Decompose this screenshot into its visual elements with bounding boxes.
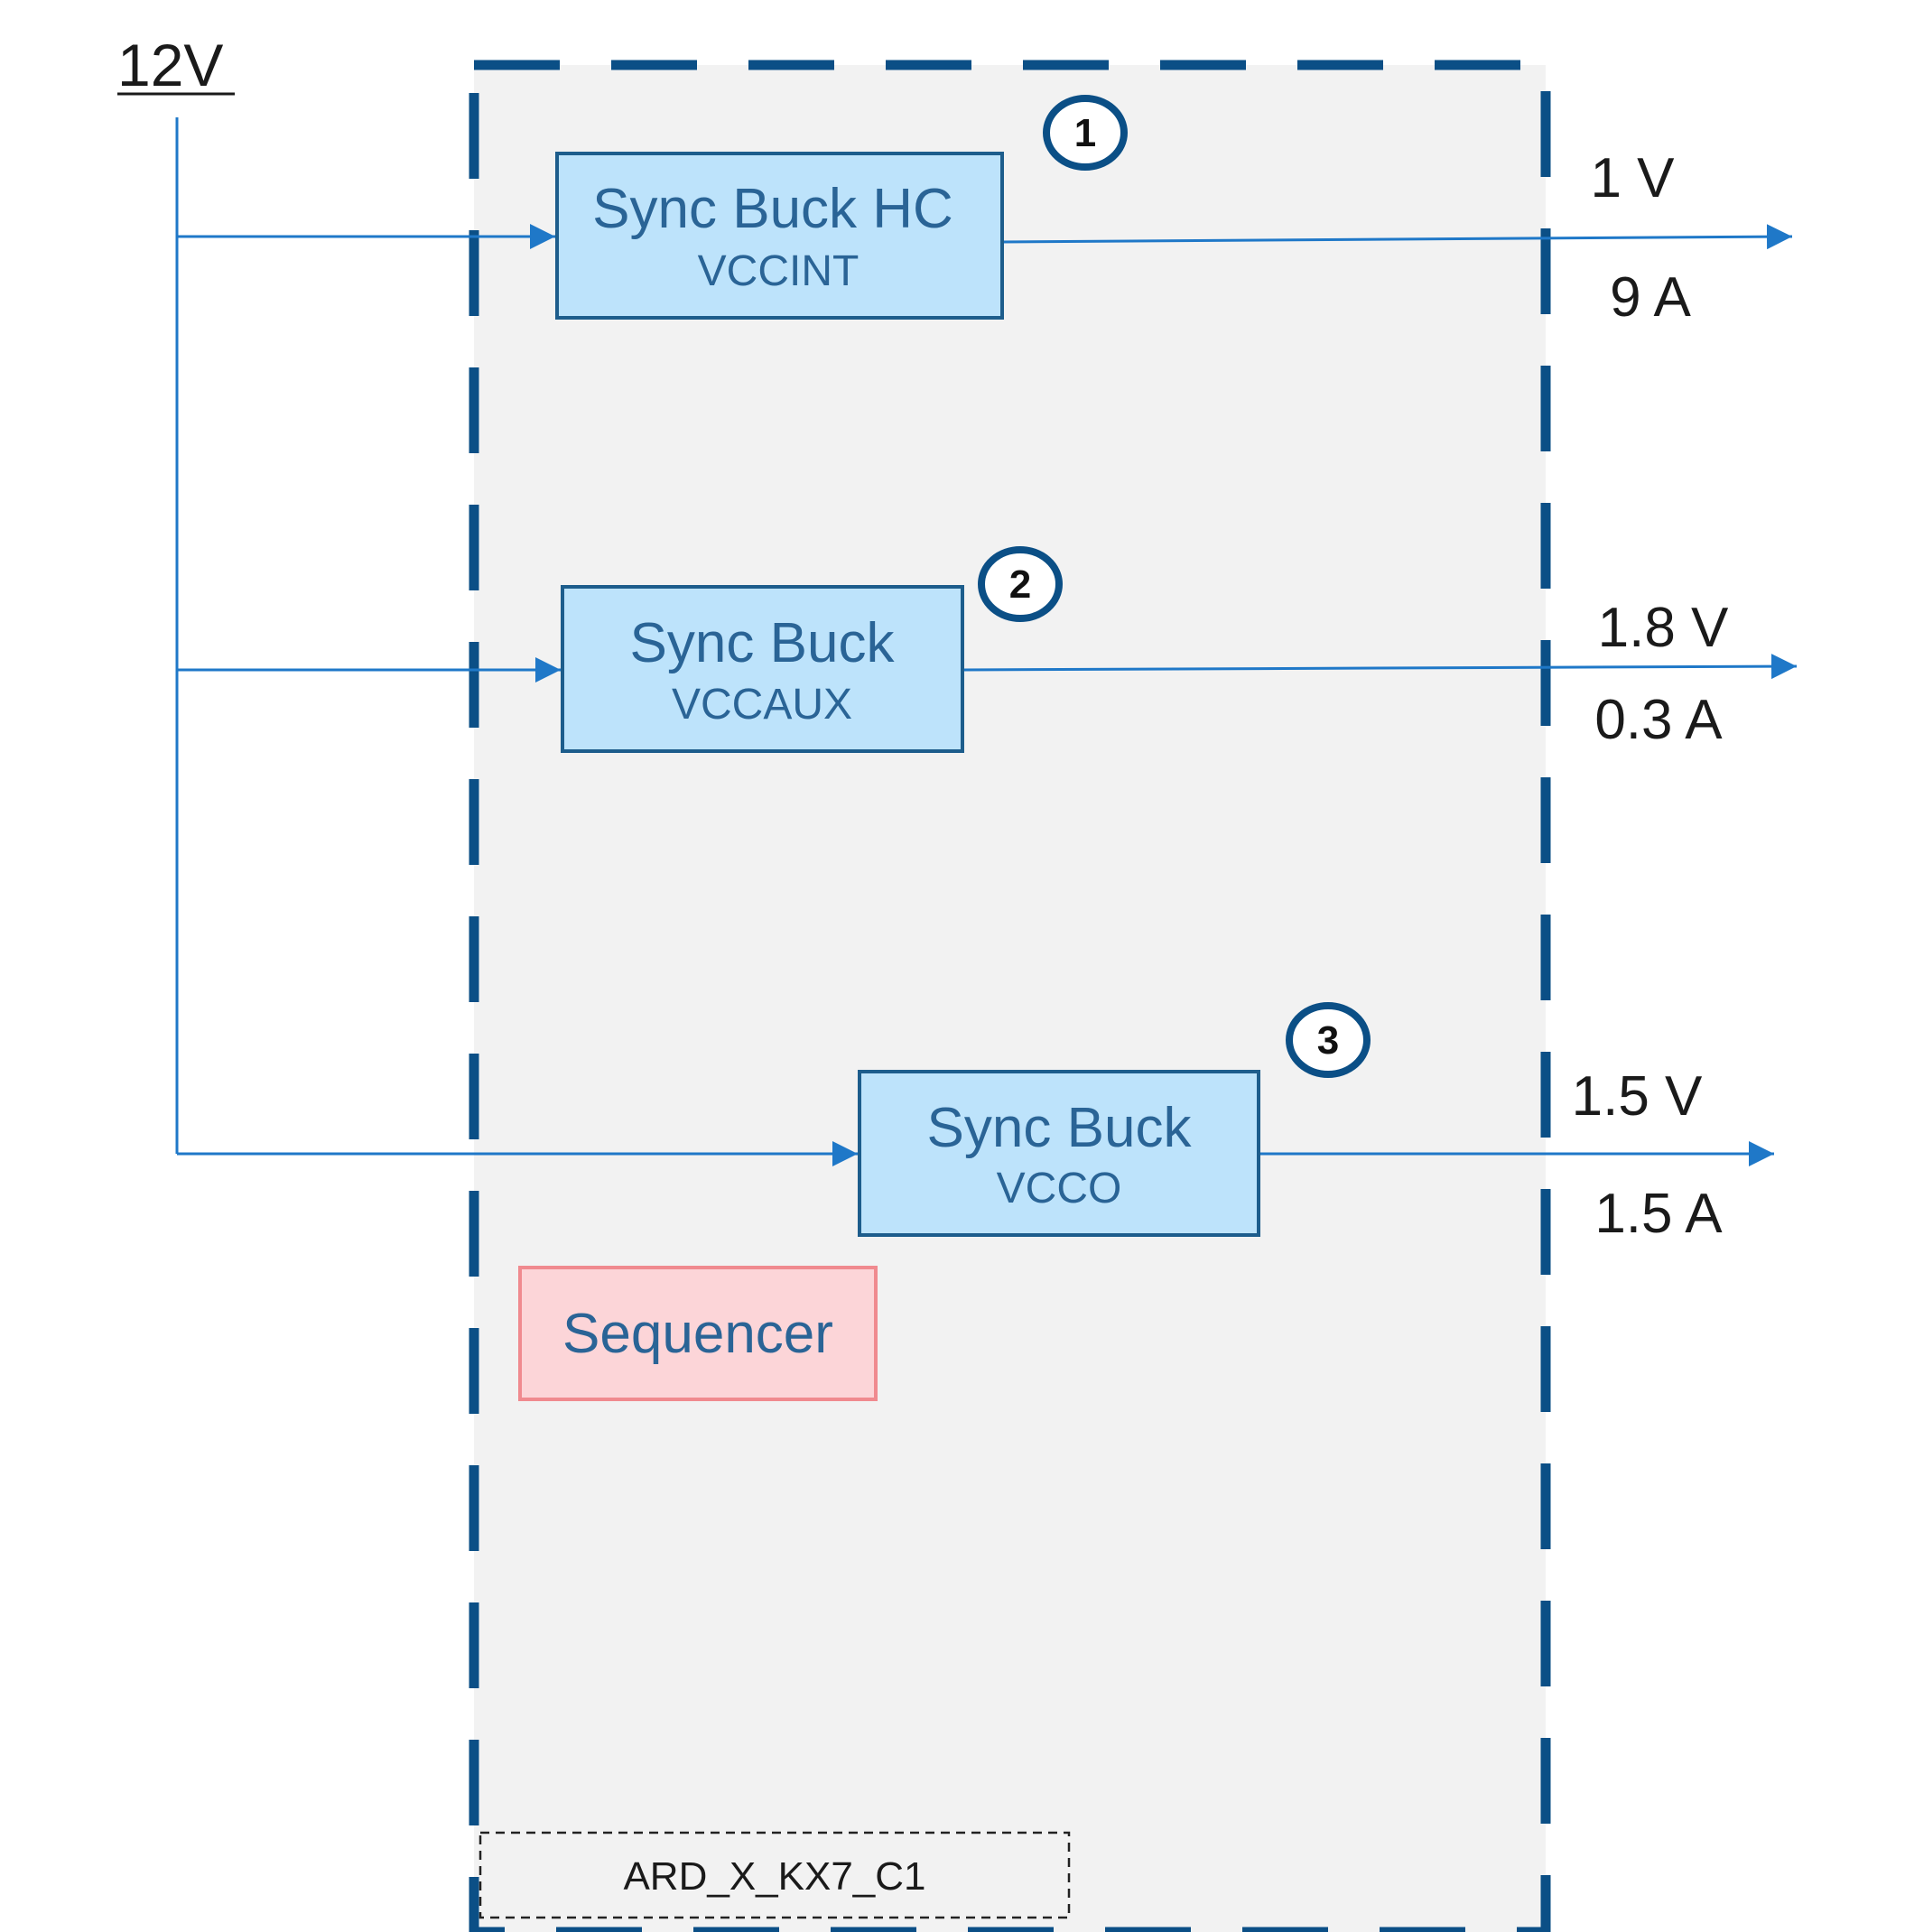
regulator-title-2: Sync Buck [630, 612, 896, 674]
output-current-2: 0.3 A [1594, 689, 1723, 751]
svg-text:1: 1 [1074, 111, 1096, 155]
svg-text:3: 3 [1317, 1018, 1339, 1063]
output-voltage-2: 1.8 V [1598, 597, 1729, 659]
output-voltage-3: 1.5 V [1572, 1065, 1703, 1128]
output-wire-1 [1001, 224, 1793, 250]
sequencer-block: Sequencer [518, 1266, 878, 1401]
output-current-1: 9 A [1610, 266, 1691, 329]
svg-text:2: 2 [1009, 562, 1031, 607]
output-voltage-1: 1 V [1590, 147, 1675, 209]
output-current-3: 1.5 A [1594, 1183, 1723, 1245]
module-boundary [469, 60, 1551, 1932]
input-voltage-label: 12V [117, 32, 223, 98]
regulator-badge-2: 2 [978, 546, 1063, 622]
regulator-block-2: Sync Buck VCCAUX [561, 585, 964, 753]
regulator-block-1: Sync Buck HC VCCINT [555, 152, 1004, 320]
regulator-badge-3: 3 [1286, 1002, 1371, 1078]
regulator-badge-1: 1 [1043, 95, 1128, 171]
regulator-title-3: Sync Buck [927, 1097, 1193, 1159]
sequencer-label: Sequencer [562, 1303, 833, 1365]
regulator-block-3: Sync Buck VCCO [858, 1070, 1260, 1237]
regulator-title-1: Sync Buck HC [592, 178, 953, 240]
output-wire-2 [962, 654, 1798, 680]
regulator-rail-1: VCCINT [698, 247, 860, 295]
regulator-rail-2: VCCAUX [672, 681, 852, 729]
regulator-rail-3: VCCO [997, 1165, 1122, 1212]
module-name-box: ARD_X_KX7_C1 [479, 1831, 1071, 1919]
module-name-label: ARD_X_KX7_C1 [623, 1854, 925, 1899]
